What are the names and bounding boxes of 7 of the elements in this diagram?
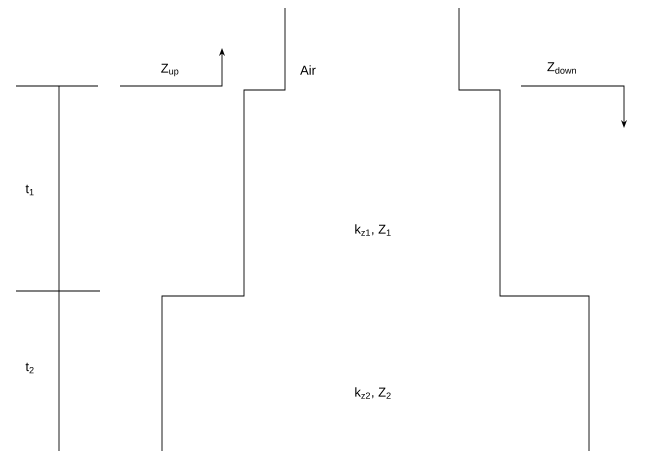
- region-label: Air: [300, 65, 316, 75]
- thickness-label: t$_{1}$: [26, 184, 34, 196]
- direction-label: Z$_{down}$: [547, 62, 576, 74]
- thickness-label: t$_{2}$: [26, 362, 34, 374]
- region-label: k$_{z1}$, Z$_{1}$: [355, 224, 391, 236]
- region-label: k$_{z2}$, Z$_{2}$: [355, 387, 391, 399]
- direction-label: Z$_{up}$: [161, 64, 178, 76]
